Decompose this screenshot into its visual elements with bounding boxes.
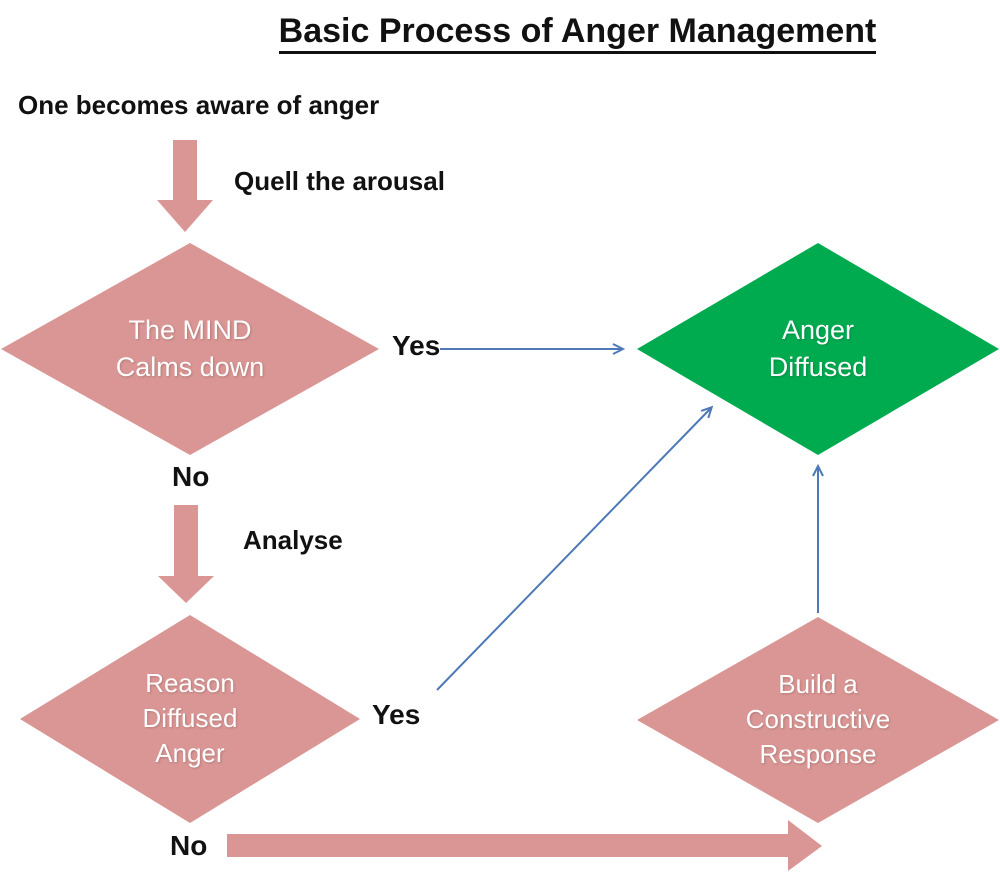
node-anger-diffused-label: Anger Diffused: [768, 315, 868, 382]
decision-reason-diffused-anger: [20, 615, 360, 823]
decision-reason-diffused-anger-label: Reason Diffused Anger: [142, 668, 238, 768]
label-awareness: One becomes aware of anger: [18, 90, 380, 120]
node-anger-diffused: [637, 243, 999, 455]
decision-mind-calms-down-label: The MIND Calms down: [115, 315, 265, 382]
label-no-top: No: [172, 461, 210, 492]
label-quell-the-arousal: Quell the arousal: [234, 166, 445, 196]
right-arrow-no-icon: [227, 820, 822, 871]
node-build-constructive-response: [637, 617, 999, 823]
label-yes-top: Yes: [392, 330, 441, 361]
page-title: Basic Process of Anger Management: [155, 12, 1000, 54]
label-analyse: Analyse: [243, 525, 343, 555]
node-build-constructive-response-label: Build a Constructive Response: [745, 669, 891, 769]
page-title-text: Basic Process of Anger Management: [278, 12, 877, 54]
label-no-bottom: No: [170, 830, 208, 861]
label-yes-bottom: Yes: [372, 699, 421, 730]
connector-yes-diagonal: [436, 408, 711, 691]
down-arrow-quell-icon: [157, 140, 213, 232]
decision-mind-calms-down: [1, 243, 379, 455]
down-arrow-analyse-icon: [158, 505, 214, 603]
